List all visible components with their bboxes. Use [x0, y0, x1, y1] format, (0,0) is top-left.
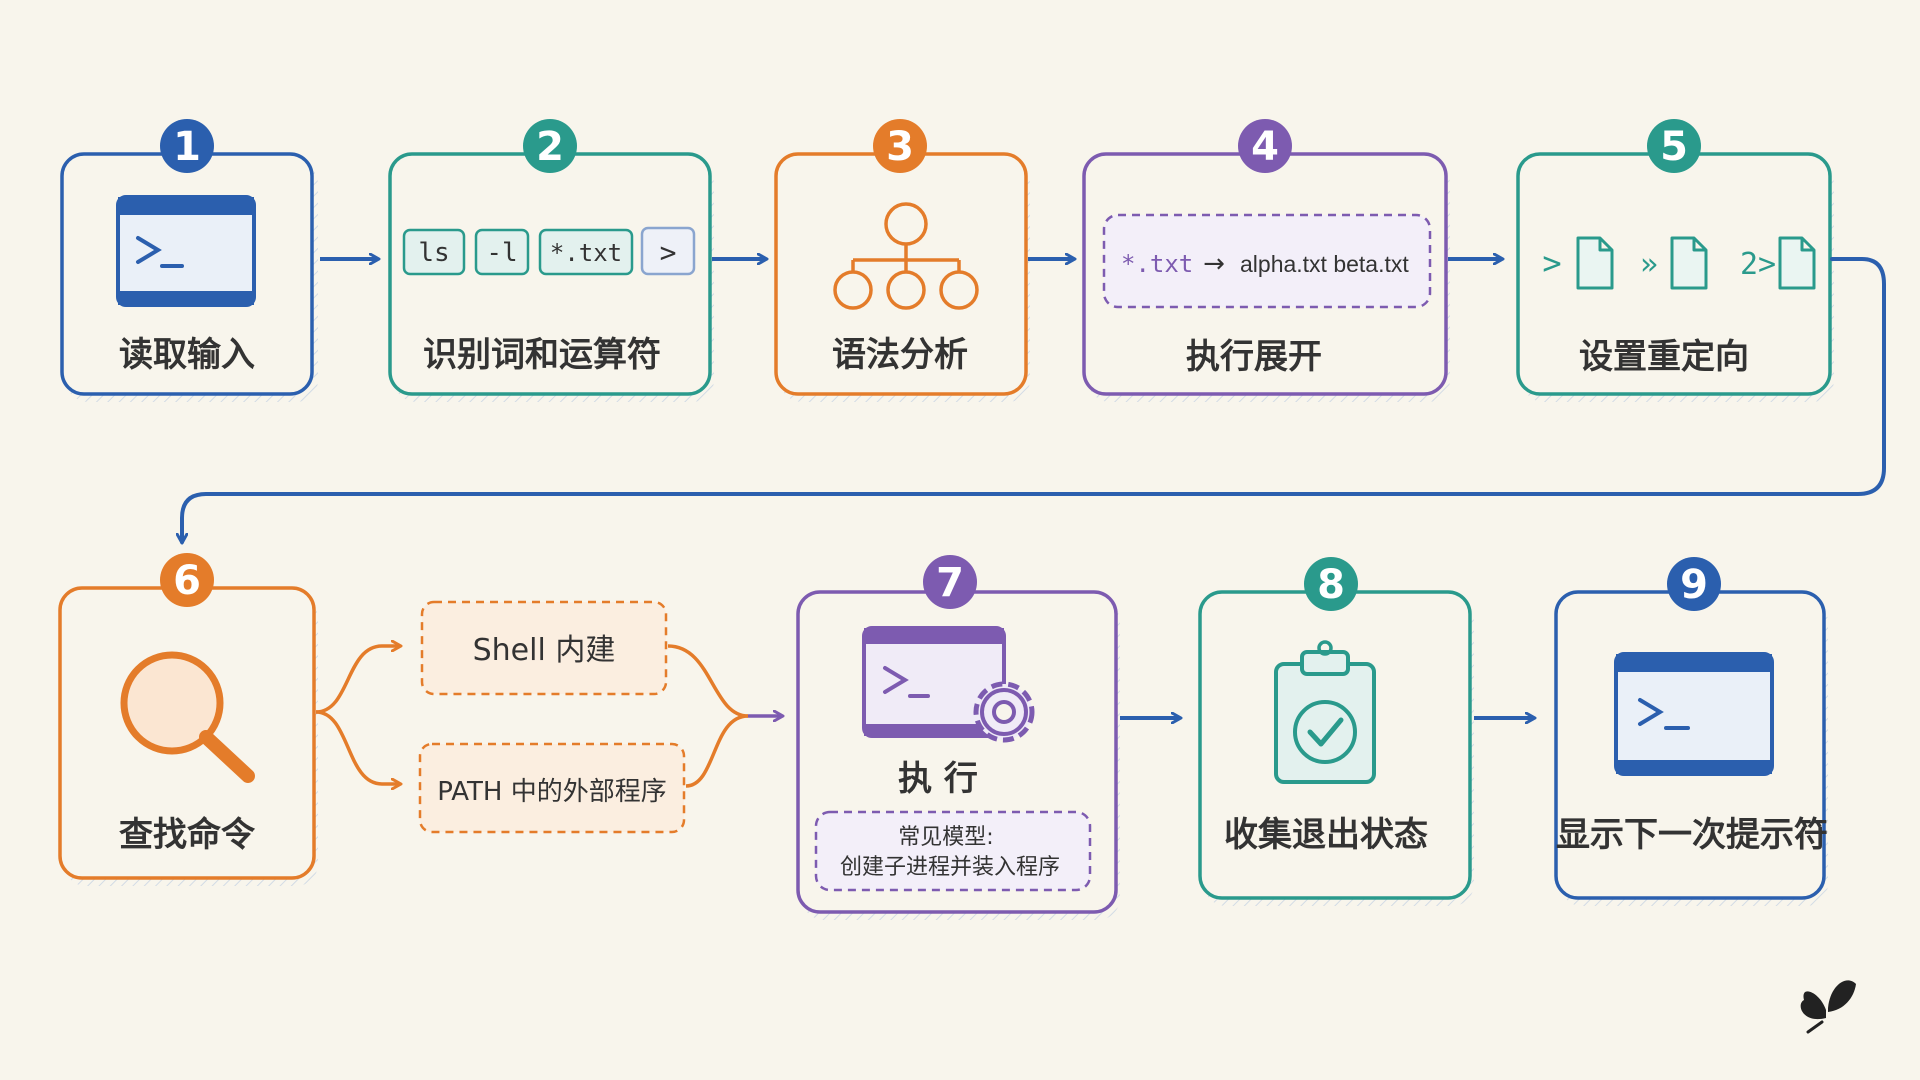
- redirect-append: »: [1640, 247, 1658, 282]
- redirect-stderr: 2>: [1740, 247, 1776, 282]
- step-2: 2 ls -l *.txt > 识别词和运算符: [388, 119, 714, 402]
- step-4-badge: [1238, 119, 1292, 173]
- syntax-tree-icon: [833, 202, 979, 310]
- expansion-result: alpha.txt beta.txt: [1240, 251, 1409, 277]
- branch-to-path: [315, 710, 400, 784]
- execute-note: 常见模型: 创建子进程并装入程序: [814, 810, 1092, 892]
- token-redirect: >: [660, 236, 677, 269]
- step-9-label: 显示下一次提示符: [1556, 815, 1828, 855]
- step-3-number: 3: [886, 124, 914, 170]
- lookup-option-builtin: Shell 内建: [420, 600, 668, 696]
- step-5-badge: [1647, 119, 1701, 173]
- expansion-pattern: *.txt: [1121, 250, 1193, 278]
- step-3: 3 语法分析: [774, 119, 1030, 402]
- token-glob: *.txt: [550, 239, 622, 267]
- terminal-window-icon: [116, 195, 256, 307]
- step-2-badge: [523, 119, 577, 173]
- step-7-label: 执 行: [898, 759, 978, 799]
- merge-from-builtin: [667, 644, 749, 718]
- wrap-connector-5-6: [182, 257, 1886, 542]
- clipboard-check-icon: [1274, 640, 1376, 784]
- step-5-number: 5: [1660, 124, 1688, 170]
- step-8-number: 8: [1317, 562, 1345, 608]
- step-2-number: 2: [536, 124, 564, 170]
- step-3-badge: [873, 119, 927, 173]
- expansion-arrow: →: [1203, 249, 1225, 279]
- token-ls: ls: [418, 238, 449, 268]
- step-2-label: 识别词和运算符: [423, 335, 661, 375]
- file-icon: [1576, 236, 1614, 290]
- token-flag: -l: [486, 238, 517, 268]
- merge-from-path: [685, 714, 749, 788]
- step-1-badge: [160, 119, 214, 173]
- step-9-number: 9: [1680, 562, 1708, 608]
- token-chip: [402, 228, 466, 276]
- step-9: 9 显示下一次提示符: [1554, 557, 1828, 906]
- token-chip: [640, 226, 696, 276]
- step-7-number: 7: [936, 560, 964, 606]
- redirect-out: >: [1542, 244, 1561, 282]
- step-8: 8 收集退出状态: [1198, 557, 1474, 906]
- step-4-number: 4: [1251, 124, 1279, 170]
- token-chips: ls -l *.txt >: [402, 226, 696, 276]
- butterfly-logo-icon: [1800, 980, 1856, 1034]
- step-9-badge: [1667, 557, 1721, 611]
- execute-note-line1: 常见模型:: [898, 825, 993, 850]
- file-icon: [1670, 236, 1708, 290]
- step-4-label: 执行展开: [1186, 337, 1322, 377]
- step-1-number: 1: [173, 124, 201, 170]
- step-6-number: 6: [173, 558, 201, 604]
- redirect-file-icons: > » 2>: [1542, 236, 1816, 290]
- lookup-option-path: PATH 中的外部程序: [418, 742, 686, 834]
- step-3-label: 语法分析: [832, 335, 968, 375]
- step-6-badge: [160, 553, 214, 607]
- execute-note-line2: 创建子进程并装入程序: [840, 855, 1060, 880]
- branch-to-builtin: [315, 646, 400, 714]
- step-4: 4 *.txt → alpha.txt beta.txt 执行展开: [1082, 119, 1450, 402]
- step-1-label: 读取输入: [119, 335, 255, 375]
- lookup-builtin-label: Shell 内建: [473, 633, 616, 668]
- gear-icon: [973, 681, 1035, 743]
- step-7: 7 执 行 常见模型: 创建子进程并装入程序: [796, 555, 1120, 920]
- lookup-path-label: PATH 中的外部程序: [437, 777, 666, 807]
- terminal-window-icon: [1614, 652, 1774, 776]
- magnifier-icon: [120, 651, 255, 783]
- step-7-badge: [923, 555, 977, 609]
- step-6: 6 查找命令: [58, 553, 318, 886]
- step-8-label: 收集退出状态: [1224, 815, 1428, 855]
- step-8-badge: [1304, 557, 1358, 611]
- step-5-label: 设置重定向: [1579, 337, 1749, 377]
- step-1: 1 读取输入: [60, 119, 318, 402]
- expansion-box: *.txt → alpha.txt beta.txt: [1102, 213, 1432, 309]
- file-icon: [1778, 236, 1816, 290]
- terminal-gear-icon: [862, 626, 1035, 743]
- step-5: 5 > » 2> 设置重定向: [1516, 119, 1834, 402]
- token-chip: [538, 228, 634, 276]
- token-chip: [474, 228, 530, 276]
- step-6-label: 查找命令: [119, 815, 256, 855]
